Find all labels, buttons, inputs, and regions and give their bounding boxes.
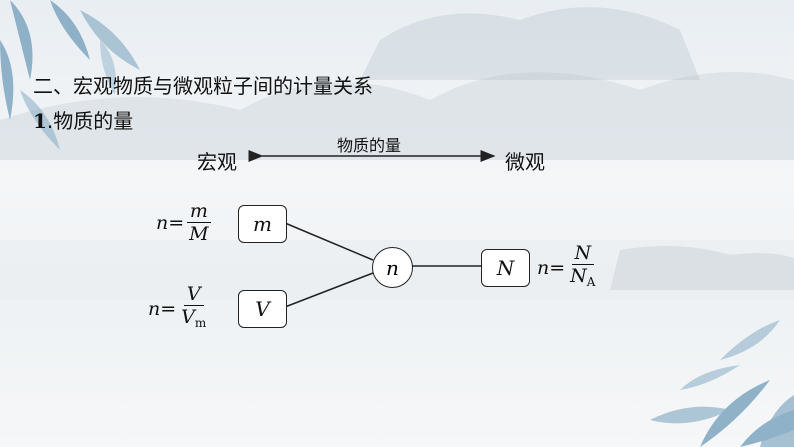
mole-node: n — [372, 247, 413, 288]
section-heading: 二、宏观物质与微观粒子间的计量关系 — [33, 74, 373, 98]
denominator-main: V — [181, 306, 195, 328]
connector-V-n — [284, 272, 374, 308]
denominator: M — [189, 223, 209, 245]
subsection-number: 1 — [33, 109, 47, 133]
denominator-main: N — [570, 265, 587, 287]
fraction: m M — [186, 200, 211, 245]
denominator: NA — [567, 265, 598, 293]
formula-lhs: n= — [537, 256, 566, 279]
denominator-subscript: A — [586, 275, 596, 289]
denominator-subscript: m — [194, 316, 207, 330]
fraction: N NA — [567, 242, 598, 293]
denominator: Vm — [178, 306, 209, 334]
macro-label: 宏观 — [197, 150, 237, 174]
numerator: N — [571, 242, 595, 265]
fraction: V Vm — [178, 283, 209, 334]
formula-lhs: n= — [156, 211, 185, 234]
micro-label: 微观 — [505, 150, 545, 174]
volume-box: V — [238, 290, 287, 328]
subsection-title: .物质的量 — [46, 109, 134, 133]
mass-box: m — [238, 205, 287, 243]
formula-lhs: n= — [148, 297, 177, 320]
connector-m-n — [284, 222, 374, 261]
amount-of-substance-label: 物质的量 — [337, 136, 402, 155]
formula-mass: n= m M — [156, 200, 212, 245]
formula-volume: n= V Vm — [148, 283, 209, 334]
subsection-heading: 1.物质的量 — [33, 105, 133, 134]
particle-number-box: N — [481, 249, 530, 287]
numerator: V — [183, 283, 204, 306]
bamboo-leaves-bottomright — [650, 320, 794, 447]
formula-particles: n= N NA — [537, 242, 598, 293]
numerator: m — [186, 200, 211, 223]
bamboo-leaves-topleft — [0, 0, 140, 150]
